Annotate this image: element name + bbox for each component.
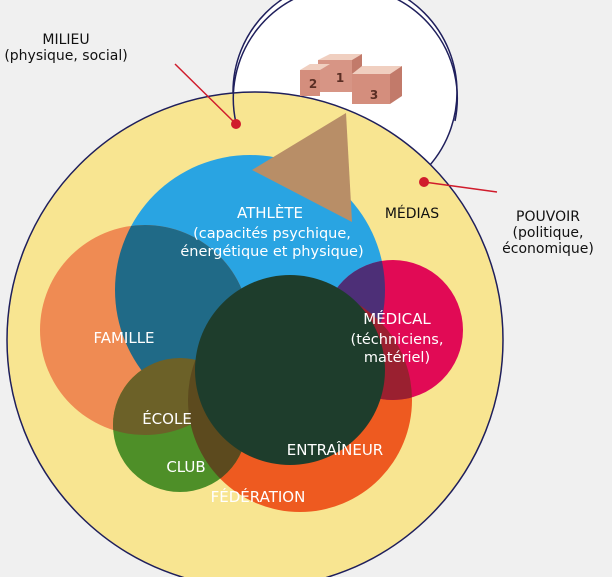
pouvoir-line2: (politique, — [513, 225, 584, 241]
federation-label: FÉDÉRATION — [211, 487, 306, 506]
pouvoir-connector-line — [423, 181, 498, 193]
pouvoir-line3: économique) — [502, 241, 594, 257]
pouvoir-connector-dot — [419, 177, 429, 187]
medical-line3: matériel) — [364, 350, 430, 366]
ecole-label: ÉCOLE — [142, 409, 192, 428]
athlete-line2: (capacités psychique, — [193, 226, 351, 242]
milieu-connector-dot — [231, 119, 241, 129]
pouvoir-arc — [232, 0, 458, 124]
milieu-subtitle: (physique, social) — [4, 48, 127, 64]
athlete-title: ATHLÈTE — [237, 203, 303, 222]
medias-label: MÉDIAS — [385, 205, 439, 222]
entraineur-label: ENTRAÎNEUR — [287, 440, 383, 459]
pouvoir-title: POUVOIR — [516, 209, 580, 225]
milieu-title: MILIEU — [42, 32, 89, 48]
podium-first-number: 1 — [336, 71, 344, 85]
famille-label: FAMILLE — [93, 329, 154, 347]
medical-title: MÉDICAL — [363, 309, 431, 328]
podium-second-number: 2 — [309, 77, 317, 91]
athlete-line3: énergétique et physique) — [180, 244, 363, 260]
podium-third-number: 3 — [370, 88, 378, 102]
podium-icon: 1 2 3 — [300, 54, 402, 104]
medical-line2: (téchniciens, — [351, 332, 444, 348]
centre-circle — [195, 275, 385, 465]
athlete-triangle — [252, 113, 352, 222]
milieu-connector-line — [174, 63, 237, 125]
club-label: CLUB — [166, 458, 205, 476]
